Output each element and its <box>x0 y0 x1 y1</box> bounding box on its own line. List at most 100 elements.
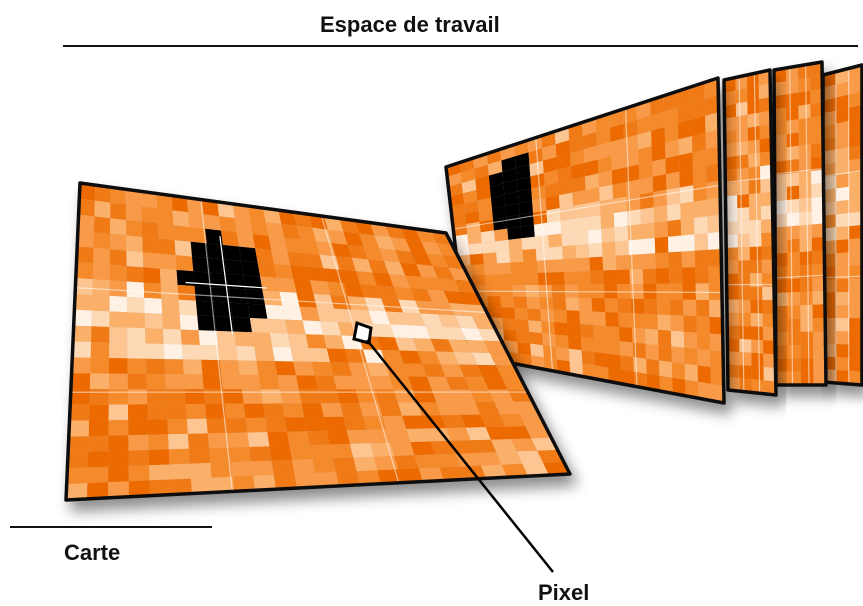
raster-cell <box>475 175 490 190</box>
raster-cell <box>141 191 157 209</box>
raster-cell <box>653 189 667 208</box>
raster-cell <box>724 129 737 145</box>
raster-cell <box>310 280 331 296</box>
raster-cell <box>190 241 209 258</box>
raster-cell <box>498 273 513 286</box>
raster-cell <box>736 154 749 169</box>
raster-cell <box>694 233 708 251</box>
raster-cell <box>221 374 242 390</box>
raster-cell <box>667 203 681 222</box>
hole-crosshair <box>185 281 267 289</box>
raster-cell <box>706 197 721 217</box>
raster-cell <box>236 346 257 361</box>
raster-cell <box>469 253 484 266</box>
raster-cell <box>109 358 128 374</box>
raster-cell <box>190 462 212 479</box>
raster-cell <box>571 176 586 193</box>
raster-cell <box>849 291 862 306</box>
raster-cell <box>749 233 762 247</box>
raster-cell <box>849 265 862 279</box>
raster-cell <box>417 402 442 416</box>
raster-cell <box>488 389 514 402</box>
raster-cell <box>188 212 206 229</box>
raster-cell <box>823 227 836 242</box>
raster-cell <box>633 357 647 374</box>
raster-cell <box>126 250 144 268</box>
raster-cell <box>603 270 617 285</box>
raster-cell <box>421 276 444 291</box>
raster-cell <box>543 169 559 186</box>
raster-cell <box>305 334 327 349</box>
raster-cell <box>490 194 506 209</box>
raster-cell <box>749 246 762 261</box>
raster-cell <box>747 99 760 115</box>
raster-cell <box>836 173 849 189</box>
grid-line <box>738 76 745 392</box>
raster-cell <box>836 199 849 215</box>
raster-cell <box>91 310 110 327</box>
raster-cell <box>810 142 824 158</box>
raster-cell <box>811 237 825 252</box>
raster-cell <box>747 112 760 128</box>
raster-cell <box>706 163 720 183</box>
workspace-layer <box>772 60 828 387</box>
raster-cell <box>517 341 532 356</box>
raster-cell <box>751 379 764 394</box>
raster-cell <box>296 225 316 242</box>
raster-cell <box>632 342 647 359</box>
raster-cell <box>799 171 812 186</box>
raster-cell <box>461 179 477 194</box>
raster-cell <box>509 250 524 263</box>
raster-cell <box>312 227 332 243</box>
raster-cell <box>293 212 313 228</box>
layer-outline <box>722 68 778 397</box>
raster-cell <box>148 449 170 466</box>
raster-cell <box>758 70 771 86</box>
raster-cell <box>774 134 787 149</box>
raster-cell <box>87 451 109 468</box>
raster-cell <box>393 286 416 301</box>
raster-cell <box>179 314 199 331</box>
grid-line <box>535 137 554 371</box>
raster-cell <box>646 358 660 376</box>
raster-cell <box>108 389 128 405</box>
raster-cell <box>727 351 740 366</box>
raster-cell <box>464 377 489 390</box>
raster-cell <box>526 296 541 310</box>
raster-cell <box>775 292 788 307</box>
raster-cell <box>724 116 737 132</box>
raster-cell <box>669 299 684 316</box>
grid-line <box>624 108 638 387</box>
raster-cell <box>584 173 600 190</box>
raster-cell <box>228 288 248 304</box>
raster-cell <box>393 389 418 403</box>
raster-cell <box>441 414 466 429</box>
raster-cell <box>823 253 836 267</box>
raster-cell <box>543 345 557 360</box>
raster-cell <box>331 243 352 258</box>
raster-cell <box>642 268 657 284</box>
raster-cell <box>159 268 178 285</box>
raster-cell <box>692 132 706 153</box>
raster-cell <box>602 255 617 271</box>
raster-cell <box>483 377 508 390</box>
raster-cell <box>226 418 248 433</box>
raster-cell <box>255 248 274 264</box>
raster-cell <box>759 124 772 140</box>
raster-cell <box>180 329 200 345</box>
raster-cell <box>298 389 321 404</box>
raster-cell <box>775 266 788 280</box>
raster-cell <box>323 416 347 431</box>
raster-cell <box>143 282 162 299</box>
raster-cell <box>89 373 109 390</box>
raster-cell <box>313 294 334 309</box>
raster-cell <box>128 404 148 420</box>
raster-cell <box>559 205 574 221</box>
raster-cell <box>810 102 823 118</box>
raster-cell <box>774 81 787 97</box>
raster-cell <box>340 402 363 417</box>
raster-cell <box>836 318 849 332</box>
raster-cell <box>823 201 836 216</box>
raster-cell <box>475 402 500 415</box>
raster-cell <box>787 305 801 319</box>
